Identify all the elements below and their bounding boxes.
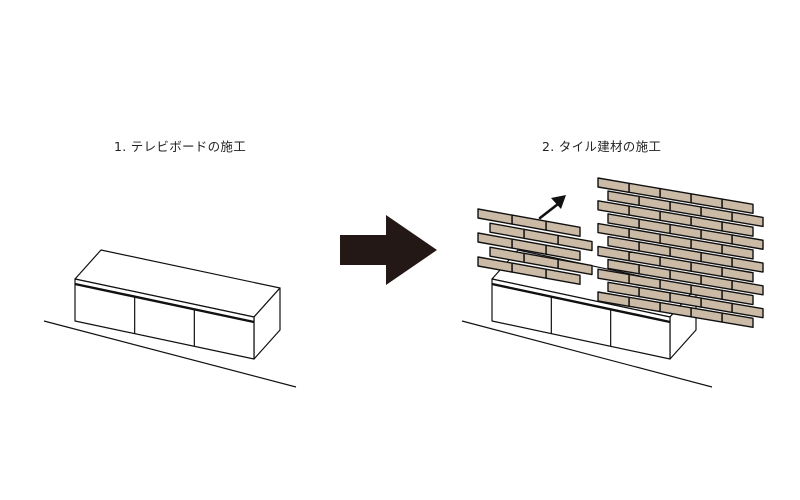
tile-strip <box>597 291 630 307</box>
step-1-label: 1. テレビボードの施工 <box>114 139 246 154</box>
step-2-scene <box>461 177 764 388</box>
tile-strip <box>477 208 513 225</box>
tile-strip <box>607 281 640 298</box>
movement-arrow-shaft <box>538 202 560 220</box>
ground-line <box>461 320 713 388</box>
tile-strip <box>489 222 525 239</box>
tile-strip <box>489 246 525 263</box>
tile-strip <box>607 235 640 252</box>
step-2-label: 2. タイル建材の施工 <box>542 139 662 154</box>
tv-board-top-edge <box>74 282 255 324</box>
tv-board-front <box>74 278 255 360</box>
tile-strip <box>607 258 640 275</box>
tile-strip <box>607 213 640 229</box>
tile-strip <box>597 222 630 239</box>
tile-strip <box>597 245 630 262</box>
movement-arrow-head <box>551 195 566 209</box>
right-arrow-icon <box>340 215 437 285</box>
tv-board-front <box>491 278 671 360</box>
tile-strip <box>477 232 513 249</box>
tv-board-top-edge <box>491 282 671 324</box>
tile-strip <box>477 256 513 273</box>
ground-line <box>43 320 297 388</box>
step-1-scene <box>43 249 297 388</box>
tile-strip <box>597 200 630 216</box>
tile-strip <box>607 190 640 207</box>
diagonal-arrow-icon <box>538 195 566 220</box>
tile-strip <box>597 268 630 285</box>
tile-strip <box>597 177 630 193</box>
